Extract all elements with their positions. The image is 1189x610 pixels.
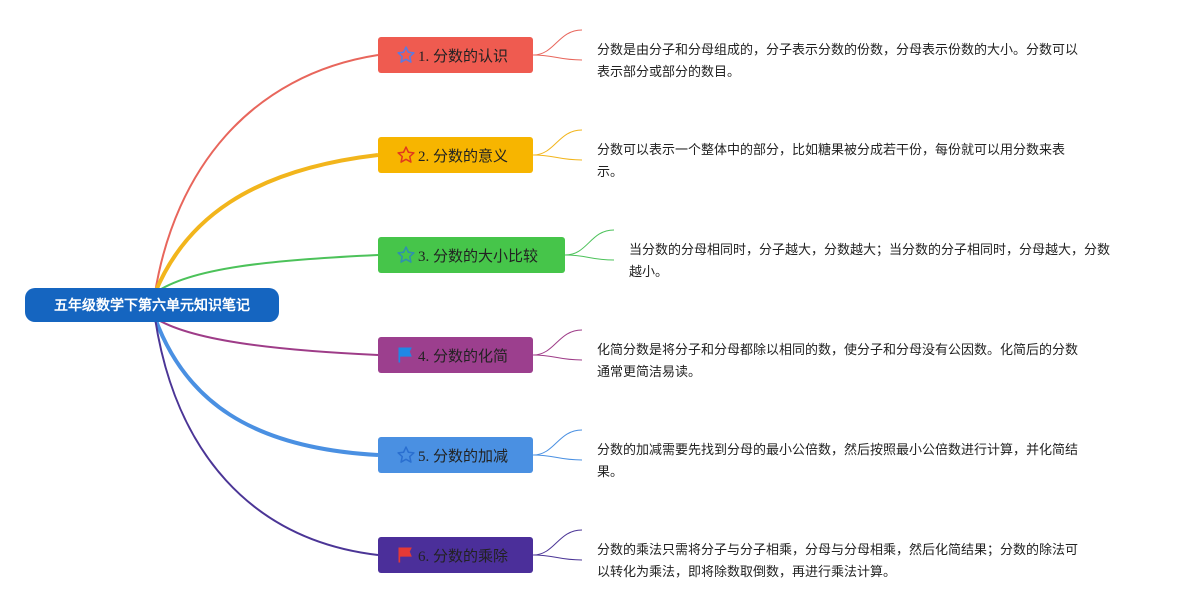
topic-1-label: 1. 分数的认识	[418, 48, 509, 65]
topic-2[interactable]: 2. 分数的意义	[378, 137, 533, 173]
flag-icon	[396, 545, 416, 565]
topic-1[interactable]: 1. 分数的认识	[378, 37, 533, 73]
topic-3-label: 3. 分数的大小比较	[418, 248, 539, 265]
root-topic[interactable]: 五年级数学下第六单元知识笔记	[25, 288, 279, 322]
note-link-1	[532, 29, 583, 61]
star-outline-icon	[396, 45, 416, 65]
note-link-6	[532, 529, 583, 561]
star-outline-icon	[396, 145, 416, 165]
root-link-4	[154, 317, 379, 356]
topic-4-label: 4. 分数的化简	[418, 348, 509, 365]
note-6: 分数的乘法只需将分子与分子相乘，分母与分母相乘，然后化简结果；分数的除法可以转化…	[597, 543, 1079, 580]
root-link-6	[154, 317, 379, 556]
note-link-3	[564, 229, 615, 261]
note-3: 当分数的分母相同时，分子越大，分数越大；当分数的分子相同时，分母越大，分数越小。	[629, 243, 1111, 280]
root-link-3	[154, 254, 379, 294]
flag-icon	[396, 345, 416, 365]
root-link-5	[153, 317, 379, 457]
note-2: 分数可以表示一个整体中的部分，比如糖果被分成若干份，每份就可以用分数来表示。	[597, 143, 1066, 180]
topic-5-label: 5. 分数的加减	[418, 448, 509, 465]
topic-6-label: 6. 分数的乘除	[418, 548, 509, 565]
topic-4[interactable]: 4. 分数的化简	[378, 337, 533, 373]
note-link-4	[532, 329, 583, 361]
topic-6[interactable]: 6. 分数的乘除	[378, 537, 533, 573]
note-link-2	[532, 129, 583, 161]
note-link-5	[532, 429, 583, 461]
root-link-1	[154, 54, 379, 294]
note-5: 分数的加减需要先找到分母的最小公倍数，然后按照最小公倍数进行计算，并化简结果。	[597, 443, 1079, 480]
topic-3[interactable]: 3. 分数的大小比较	[378, 237, 565, 273]
note-4: 化简分数是将分子和分母都除以相同的数，使分子和分母没有公因数。化简后的分数通常更…	[597, 343, 1079, 380]
topic-2-label: 2. 分数的意义	[418, 148, 509, 165]
note-1: 分数是由分子和分母组成的，分子表示分数的份数，分母表示份数的大小。分数可以表示部…	[597, 43, 1079, 80]
star-outline-icon	[396, 245, 416, 265]
star-outline-icon	[396, 445, 416, 465]
root-link-2	[153, 153, 379, 294]
topic-5[interactable]: 5. 分数的加减	[378, 437, 533, 473]
